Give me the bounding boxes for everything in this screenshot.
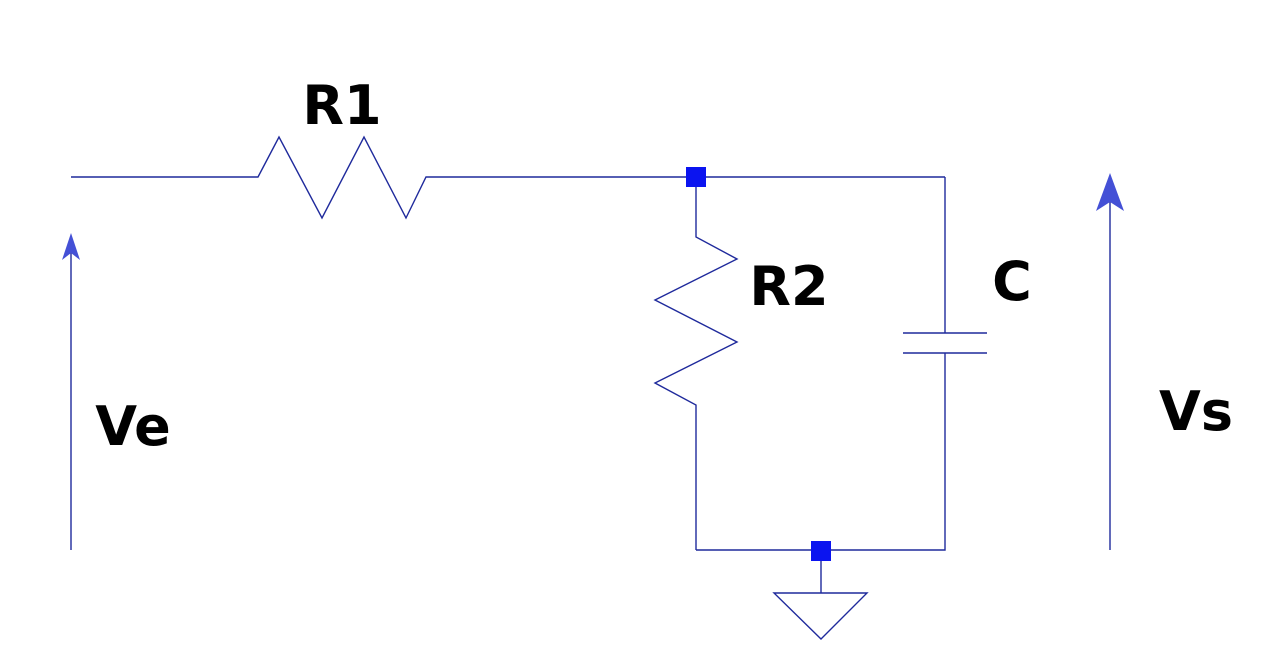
- ve-label: Ve: [95, 395, 170, 458]
- ground-symbol: [772, 592, 869, 640]
- ve-arrow-head: [62, 233, 80, 260]
- r1-label: R1: [302, 74, 381, 137]
- c-label: C: [992, 250, 1032, 313]
- r2-label: R2: [749, 255, 828, 318]
- resistor-r1-wire: [71, 135, 945, 220]
- vs-label: Vs: [1159, 380, 1233, 443]
- junction-node-bottom: [811, 541, 831, 561]
- vs-arrow-head: [1096, 173, 1124, 211]
- resistor-r2: [653, 177, 739, 550]
- junction-node-top: [686, 167, 706, 187]
- capacitor-lower-lead: [696, 353, 946, 551]
